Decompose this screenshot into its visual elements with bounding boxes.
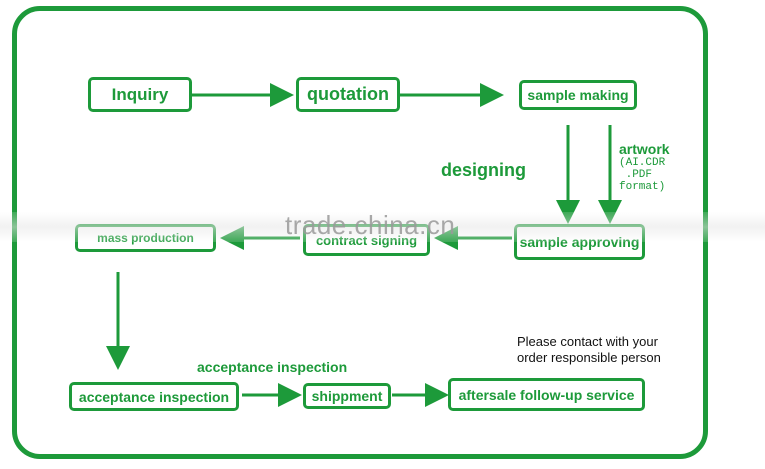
label-acceptance-inspection-caption: acceptance inspection — [197, 359, 348, 375]
node-aftersale: aftersale follow-up service — [448, 378, 645, 411]
watermark-band — [0, 212, 765, 242]
node-inquiry: Inquiry — [88, 77, 192, 112]
label-artwork: artwork — [619, 141, 670, 157]
node-sample-making: sample making — [519, 80, 637, 110]
label-designing: designing — [441, 160, 526, 180]
node-shippment: shippment — [303, 383, 391, 409]
contact-note: Please contact with your order responsib… — [517, 334, 661, 365]
node-quotation: quotation — [296, 77, 400, 112]
label-artwork-formats: (AI.CDR .PDF format) — [619, 157, 666, 193]
watermark-text: trade.china.cn — [285, 210, 456, 240]
node-acceptance-inspection: acceptance inspection — [69, 382, 239, 411]
